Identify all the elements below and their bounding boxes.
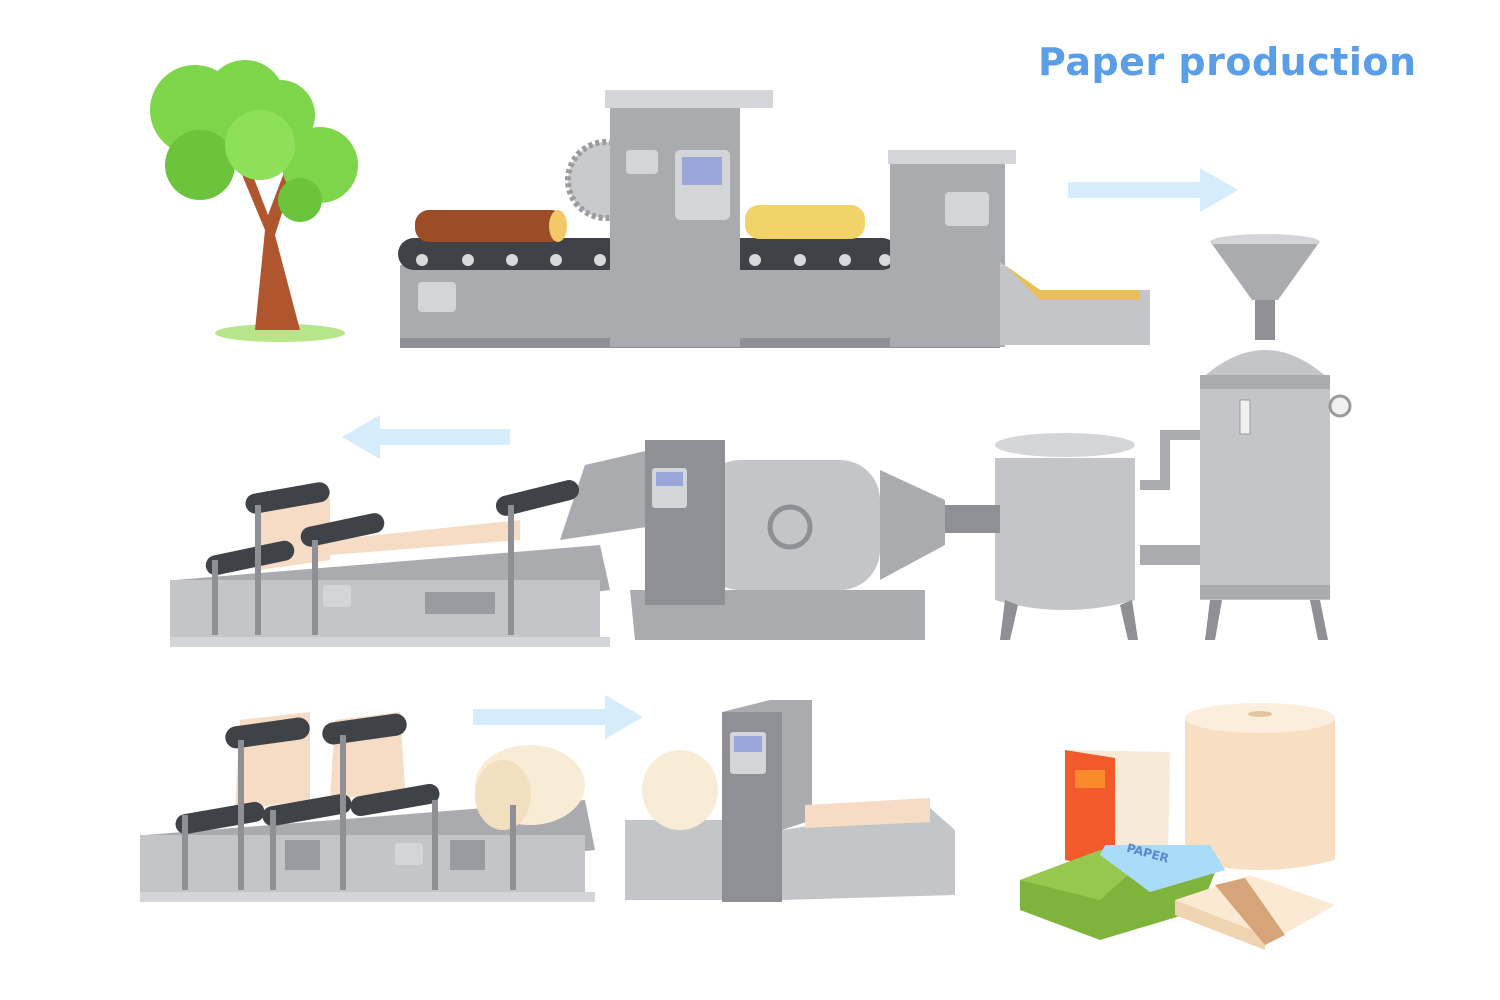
paper-forming-machine <box>170 480 610 647</box>
drying-rollers <box>140 712 595 902</box>
paper-pack-icon: PAPER <box>1020 841 1225 940</box>
tank-icon <box>1200 350 1330 600</box>
valve-wheel-icon <box>767 504 813 550</box>
debarking-conveyor <box>398 90 1150 348</box>
page-title: Paper production <box>1038 40 1417 84</box>
log-icon <box>415 210 565 242</box>
paper-stack-icon <box>1175 875 1335 950</box>
hopper-icon <box>1212 244 1318 300</box>
arrow-right-icon <box>1068 168 1238 212</box>
arrow-right-icon <box>473 695 643 739</box>
paper-roll-icon <box>1185 707 1335 870</box>
digester-tank <box>940 234 1352 640</box>
book-icon <box>1065 750 1170 870</box>
tree-icon <box>150 60 358 342</box>
pulp-refiner <box>560 440 945 640</box>
paper-products: PAPER <box>1020 703 1335 950</box>
arrow-left-icon <box>342 415 510 459</box>
paper-cutter <box>625 700 955 902</box>
